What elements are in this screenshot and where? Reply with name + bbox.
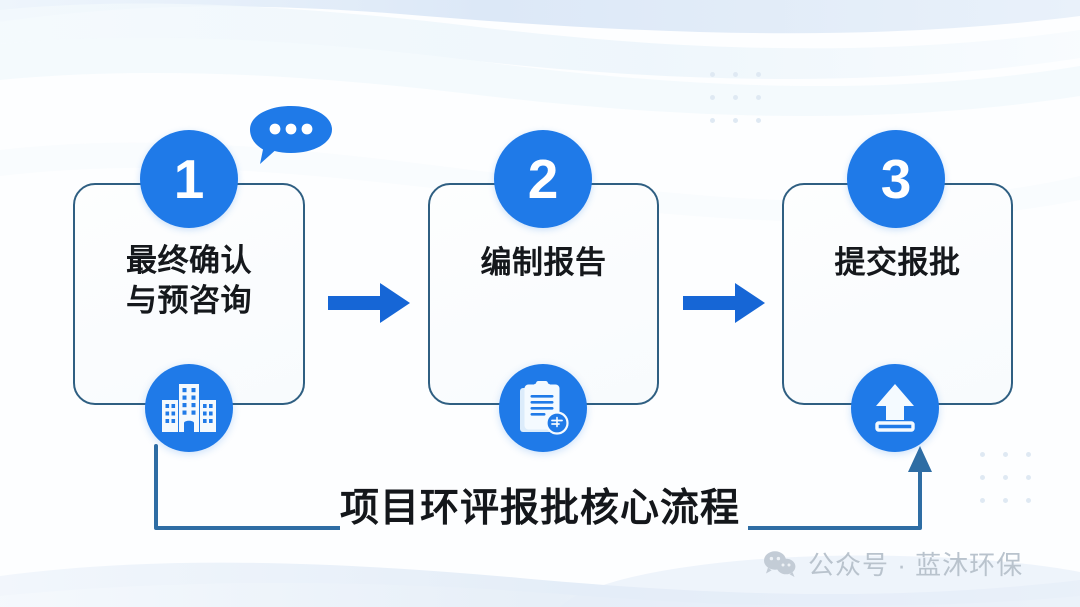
bracket-connector-left [154,444,340,530]
watermark: 公众号 · 蓝沐环保 [763,545,1023,582]
dot-grid-decoration-bottom [980,452,1038,510]
upload-submit-icon [851,364,939,452]
wave-top-2 [0,3,1080,80]
flow-step-number-label-1: 1 [173,147,205,210]
right-arrow-icon-2 [683,283,765,323]
wechat-icon [764,550,796,577]
flow-step-title-3: 提交报批 [834,245,961,280]
wave-top-1 [0,0,1080,34]
clipboard-report-icon [499,364,587,452]
office-buildings-icon [145,364,233,452]
flow-step-number-2: 2 [494,130,592,228]
flow-step-number-1: 1 [140,130,238,228]
watermark-text: 公众号 · 蓝沐环保 [808,550,1024,580]
flow-caption: 项目环评报批核心流程 [339,487,740,530]
wave-bottom-2 [0,583,1080,607]
flow-step-title-1: 最终确认 与预咨询 [126,243,252,318]
wave-top-3 [0,37,1080,117]
flow-step-number-label-3: 3 [880,147,912,210]
bracket-connector-right [748,446,932,530]
flow-step-title-2: 编制报告 [480,245,607,280]
right-arrow-icon-1 [328,283,410,323]
flow-step-number-label-2: 2 [527,147,559,210]
flow-step-number-3: 3 [847,130,945,228]
dot-grid-decoration-top [710,72,768,130]
speech-bubble-icon [250,106,332,164]
